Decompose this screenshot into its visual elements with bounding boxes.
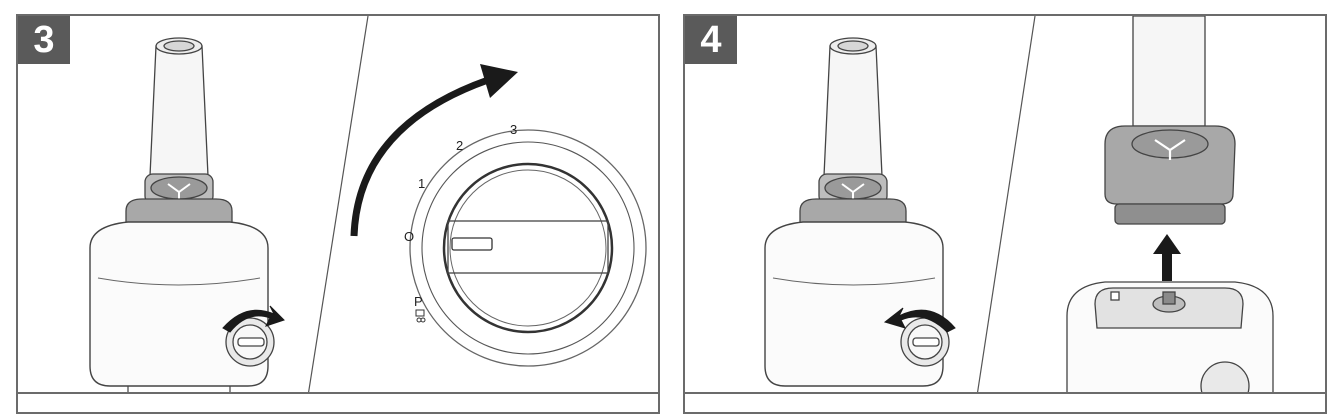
caption-strip <box>685 392 1325 412</box>
blender-motor-base <box>89 221 269 387</box>
blender-motor-base <box>764 221 944 387</box>
lift-up-arrow <box>1153 234 1181 281</box>
empty-motor-base <box>1066 281 1274 396</box>
step-3-illustration: P O 1 2 3 <box>89 16 647 396</box>
caption-strip <box>18 392 658 412</box>
speed-knob <box>225 317 275 367</box>
dial-label-3: 3 <box>510 122 517 137</box>
blade-assembly <box>144 173 214 205</box>
panel-divider-line <box>307 16 369 396</box>
step-4-panel: 4 <box>683 14 1327 414</box>
dial-pointer-mark <box>451 237 493 251</box>
lifted-blade-assembly <box>1104 125 1236 225</box>
step-4-illustration <box>764 16 1274 396</box>
speed-dial-closeup <box>409 129 647 367</box>
blender-cup <box>149 37 209 177</box>
lifted-cup <box>1132 16 1206 127</box>
pulse-icon <box>415 309 426 323</box>
panel-divider-line <box>976 16 1036 396</box>
step-number-badge: 4 <box>685 16 737 64</box>
step-3-panel: 3 <box>16 14 660 414</box>
dial-label-p: P <box>414 294 423 309</box>
large-curved-arrow <box>350 64 518 237</box>
dial-label-2: 2 <box>456 138 463 153</box>
speed-knob <box>900 317 950 367</box>
step-number-badge: 3 <box>18 16 70 64</box>
blade-assembly <box>818 173 888 205</box>
rotate-clockwise-arrow <box>222 305 285 333</box>
dial-label-o: O <box>404 229 414 244</box>
blender-cup <box>823 37 883 177</box>
rotate-counterclockwise-arrow <box>883 307 956 333</box>
dial-label-1: 1 <box>418 176 425 191</box>
